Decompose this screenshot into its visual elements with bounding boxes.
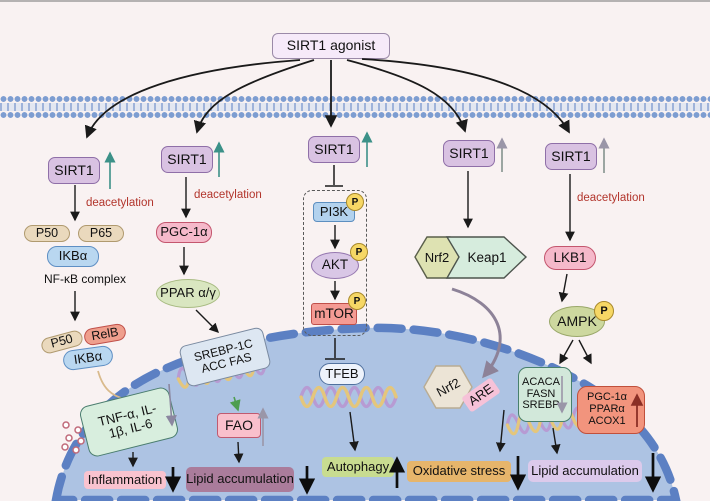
deacetylation-label-5: deacetylation	[577, 192, 645, 204]
sirt1-box-3: SIRT1	[308, 136, 360, 163]
nfkb-complex-caption: NF-κB complex	[43, 272, 126, 286]
sirt1-box-1: SIRT1	[48, 157, 100, 184]
sirt1-box-4: SIRT1	[443, 140, 495, 167]
sirt1-box-5: SIRT1	[545, 143, 597, 170]
p50-pill: P50	[24, 225, 70, 242]
plasma-membrane	[0, 95, 710, 119]
pgc-ppar-acox-box: PGC-1α PPARα ACOX1	[577, 386, 645, 434]
acox1-line: ACOX1	[588, 414, 626, 427]
ppara-line: PPARα	[589, 403, 625, 416]
lkb1-pill: LKB1	[544, 246, 596, 270]
fao-box: FAO	[217, 413, 261, 438]
sirt1-box-2: SIRT1	[161, 146, 213, 173]
pi3k-akt-mtor-frame	[303, 190, 367, 336]
ampk-phospho-badge: P	[594, 301, 614, 321]
mtor-phospho-badge: P	[348, 292, 366, 310]
sirt1-agonist-box: SIRT1 agonist	[272, 33, 390, 59]
deacetylation-label-1: deacetylation	[86, 197, 154, 209]
fasn-line: FASN	[526, 387, 556, 400]
akt-phospho-badge: P	[350, 243, 368, 261]
pi3k-phospho-badge: P	[346, 193, 364, 211]
acaca-fasn-srebp-box: ACACA FASN SREBP	[518, 367, 572, 422]
ikba-pill: IKBα	[47, 246, 99, 267]
lipid-accumulation-left-label: Lipid accumulation	[186, 467, 294, 492]
autophagy-label: Autophagy	[322, 457, 394, 477]
ampk-ellipse: AMPK	[549, 306, 605, 337]
deacetylation-label-2: deacetylation	[194, 189, 262, 201]
pgc1a-line: PGC-1α	[587, 391, 627, 404]
pi3k-box: PI3K	[313, 202, 355, 222]
srebp-line: SREBP	[522, 399, 560, 412]
lipid-accumulation-right-label: Lipid accumulation	[528, 460, 642, 482]
keap1-label: Keap1	[467, 249, 507, 265]
tfeb-pill: TFEB	[319, 363, 365, 385]
nrf2-label: Nrf2	[424, 249, 450, 265]
oxidative-stress-label: Oxidative stress	[407, 461, 511, 482]
acaca-line: ACACA	[522, 375, 560, 388]
dna-helix-2	[299, 385, 398, 409]
p65-pill: P65	[78, 225, 124, 242]
pgc1a-pill: PGC-1α	[156, 222, 212, 243]
inflammation-label: Inflammation	[84, 471, 166, 489]
mtor-box: mTOR	[311, 303, 357, 325]
top-border	[0, 0, 710, 2]
ppar-ellipse: PPAR α/γ	[156, 279, 220, 308]
